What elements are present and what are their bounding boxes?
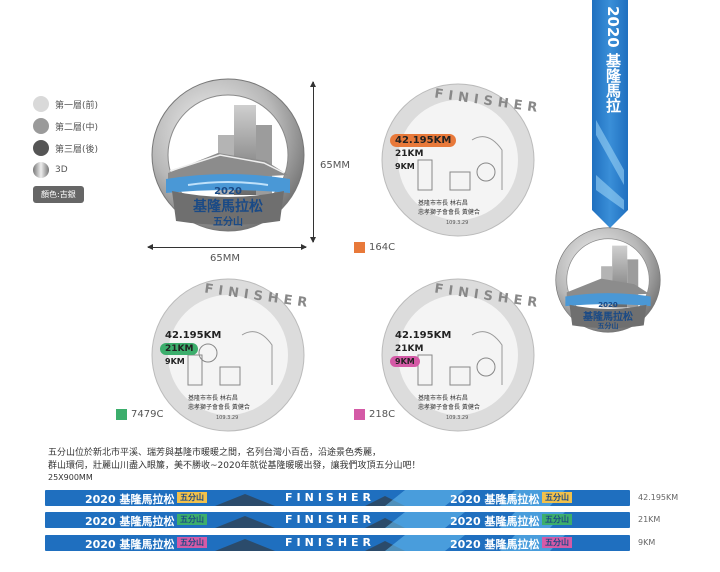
legend-label: 第三層(後) [55, 144, 99, 155]
color-legend: 第一層(前) 第二層(中) 第三層(後) 3D 顏色:古銀 [33, 94, 143, 203]
pms-code: 7479C [131, 409, 164, 420]
medal-title: 基隆馬拉松 [193, 199, 263, 215]
distance-42k: 42.195KM [395, 330, 452, 341]
ribbon-title: 2020 基隆馬拉松 [85, 493, 175, 506]
legend-layer-middle: 第二層(中) [33, 116, 143, 136]
medal-year: 2020 [598, 301, 618, 309]
ribbon-finisher: FINISHER [285, 513, 376, 526]
height-dimension [310, 81, 316, 243]
medal-front-icon [151, 78, 305, 232]
legend-3d: 3D [33, 160, 143, 180]
description-line: 五分山位於新北市平溪、瑞芳與基隆市暖暖之間，名列台灣小百岳，沿途景色秀麗， [48, 448, 382, 458]
ribbon-title: 2020 基隆馬拉松 [85, 538, 175, 551]
medal-subtitle: 五分山 [597, 322, 619, 330]
legend-label: 第一層(前) [55, 100, 99, 111]
ribbon-label-42k: 42.195KM [638, 493, 679, 502]
swatch-icon [33, 118, 49, 134]
medal-back-42k: FINISHER 42.195KM 21KM 9KM 基隆市市長 林右昌 忠孝獅… [378, 80, 543, 240]
ribbon-sub-repeat: 五分山 [542, 492, 572, 503]
lanyard-text: 2020 基隆馬拉 [604, 6, 622, 113]
ribbon-9k: 2020 基隆馬拉松 五分山 FINISHER 2020 基隆馬拉松 五分山 [45, 535, 630, 551]
ribbon-size: 25X900MM [48, 473, 93, 482]
ribbon-21k: 2020 基隆馬拉松 五分山 FINISHER 2020 基隆馬拉松 五分山 [45, 512, 630, 528]
distance-42k: 42.195KM [165, 330, 222, 341]
width-dimension [147, 244, 307, 250]
medal-front-icon [555, 227, 661, 333]
ribbon-sub: 五分山 [177, 492, 207, 503]
ribbon-title-repeat: 2020 基隆馬拉松 [450, 493, 540, 506]
date: 109.3.29 [446, 220, 469, 226]
height-label: 65MM [320, 160, 350, 171]
mayor-line: 基隆市市長 林右昌 [418, 200, 468, 207]
legend-layer-back: 第三層(後) [33, 138, 143, 158]
legend-layer-front: 第一層(前) [33, 94, 143, 114]
lions-line: 忠孝獅子會會長 黃健合 [188, 404, 250, 411]
ribbon-title-repeat: 2020 基隆馬拉松 [450, 515, 540, 528]
medal-back-icon [151, 278, 305, 432]
pms-swatch-icon [116, 409, 127, 420]
lanyard-icon [592, 0, 628, 228]
ribbon-sub-repeat: 五分山 [542, 514, 572, 525]
pms-code: 164C [369, 242, 396, 253]
width-label: 65MM [210, 253, 240, 264]
ribbon-sub: 五分山 [177, 537, 207, 548]
date: 109.3.29 [446, 415, 469, 421]
distance-21k: 21KM [395, 344, 424, 354]
distance-9k: 9KM [165, 357, 185, 366]
color-tag: 顏色:古銀 [33, 186, 84, 203]
pms-code: 218C [369, 409, 396, 420]
legend-label: 3D [55, 165, 68, 175]
description-line: 群山環伺，壯麗山川盡入眼簾，美不勝收~2020年就從基隆暖暖出發，讓我們攻頂五分… [48, 461, 421, 471]
medal-front: 2020 基隆馬拉松 五分山 [148, 75, 308, 235]
pms-164c: 164C [354, 242, 395, 253]
medal-back-icon [381, 83, 535, 237]
distance-21k: 21KM [160, 343, 199, 355]
ribbon-finisher: FINISHER [285, 536, 376, 549]
mayor-line: 基隆市市長 林右昌 [188, 395, 238, 402]
ribbon-title-repeat: 2020 基隆馬拉松 [450, 538, 540, 551]
medal-year: 2020 [214, 186, 242, 197]
ribbon-42k: 2020 基隆馬拉松 五分山 FINISHER 2020 基隆馬拉松 五分山 [45, 490, 630, 506]
distance-9k: 9KM [395, 162, 415, 171]
date: 109.3.29 [216, 415, 239, 421]
medal-title: 基隆馬拉松 [583, 312, 633, 323]
ribbon-sub: 五分山 [177, 514, 207, 525]
pms-7479c: 7479C [116, 409, 163, 420]
legend-label: 第二層(中) [55, 122, 99, 133]
distance-21k: 21KM [395, 149, 424, 159]
distance-9k: 9KM [390, 356, 420, 367]
lions-line: 忠孝獅子會會長 黃健合 [418, 209, 480, 216]
ribbon-sub-repeat: 五分山 [542, 537, 572, 548]
medal-subtitle: 五分山 [213, 217, 243, 228]
swatch-icon [33, 140, 49, 156]
description: 五分山位於新北市平溪、瑞芳與基隆市暖暖之間，名列台灣小百岳，沿途景色秀麗， 群山… [48, 447, 468, 473]
pms-swatch-icon [354, 242, 365, 253]
medal-front-small: 2020 基隆馬拉松 五分山 [553, 225, 663, 335]
ribbon-title: 2020 基隆馬拉松 [85, 515, 175, 528]
pms-218c: 218C [354, 409, 395, 420]
lanyard: 2020 基隆馬拉 [592, 0, 628, 245]
swatch-icon [33, 162, 49, 178]
swatch-icon [33, 96, 49, 112]
ribbon-finisher: FINISHER [285, 491, 376, 504]
pms-swatch-icon [354, 409, 365, 420]
distance-42k: 42.195KM [390, 134, 457, 147]
lions-line: 忠孝獅子會會長 黃健合 [418, 404, 480, 411]
mayor-line: 基隆市市長 林右昌 [418, 395, 468, 402]
medal-back-21k: FINISHER 42.195KM 21KM 9KM 基隆市市長 林右昌 忠孝獅… [148, 275, 313, 435]
ribbon-label-21k: 21KM [638, 515, 661, 524]
ribbon-label-9k: 9KM [638, 538, 656, 547]
medal-back-icon [381, 278, 535, 432]
medal-back-9k: FINISHER 42.195KM 21KM 9KM 基隆市市長 林右昌 忠孝獅… [378, 275, 543, 435]
